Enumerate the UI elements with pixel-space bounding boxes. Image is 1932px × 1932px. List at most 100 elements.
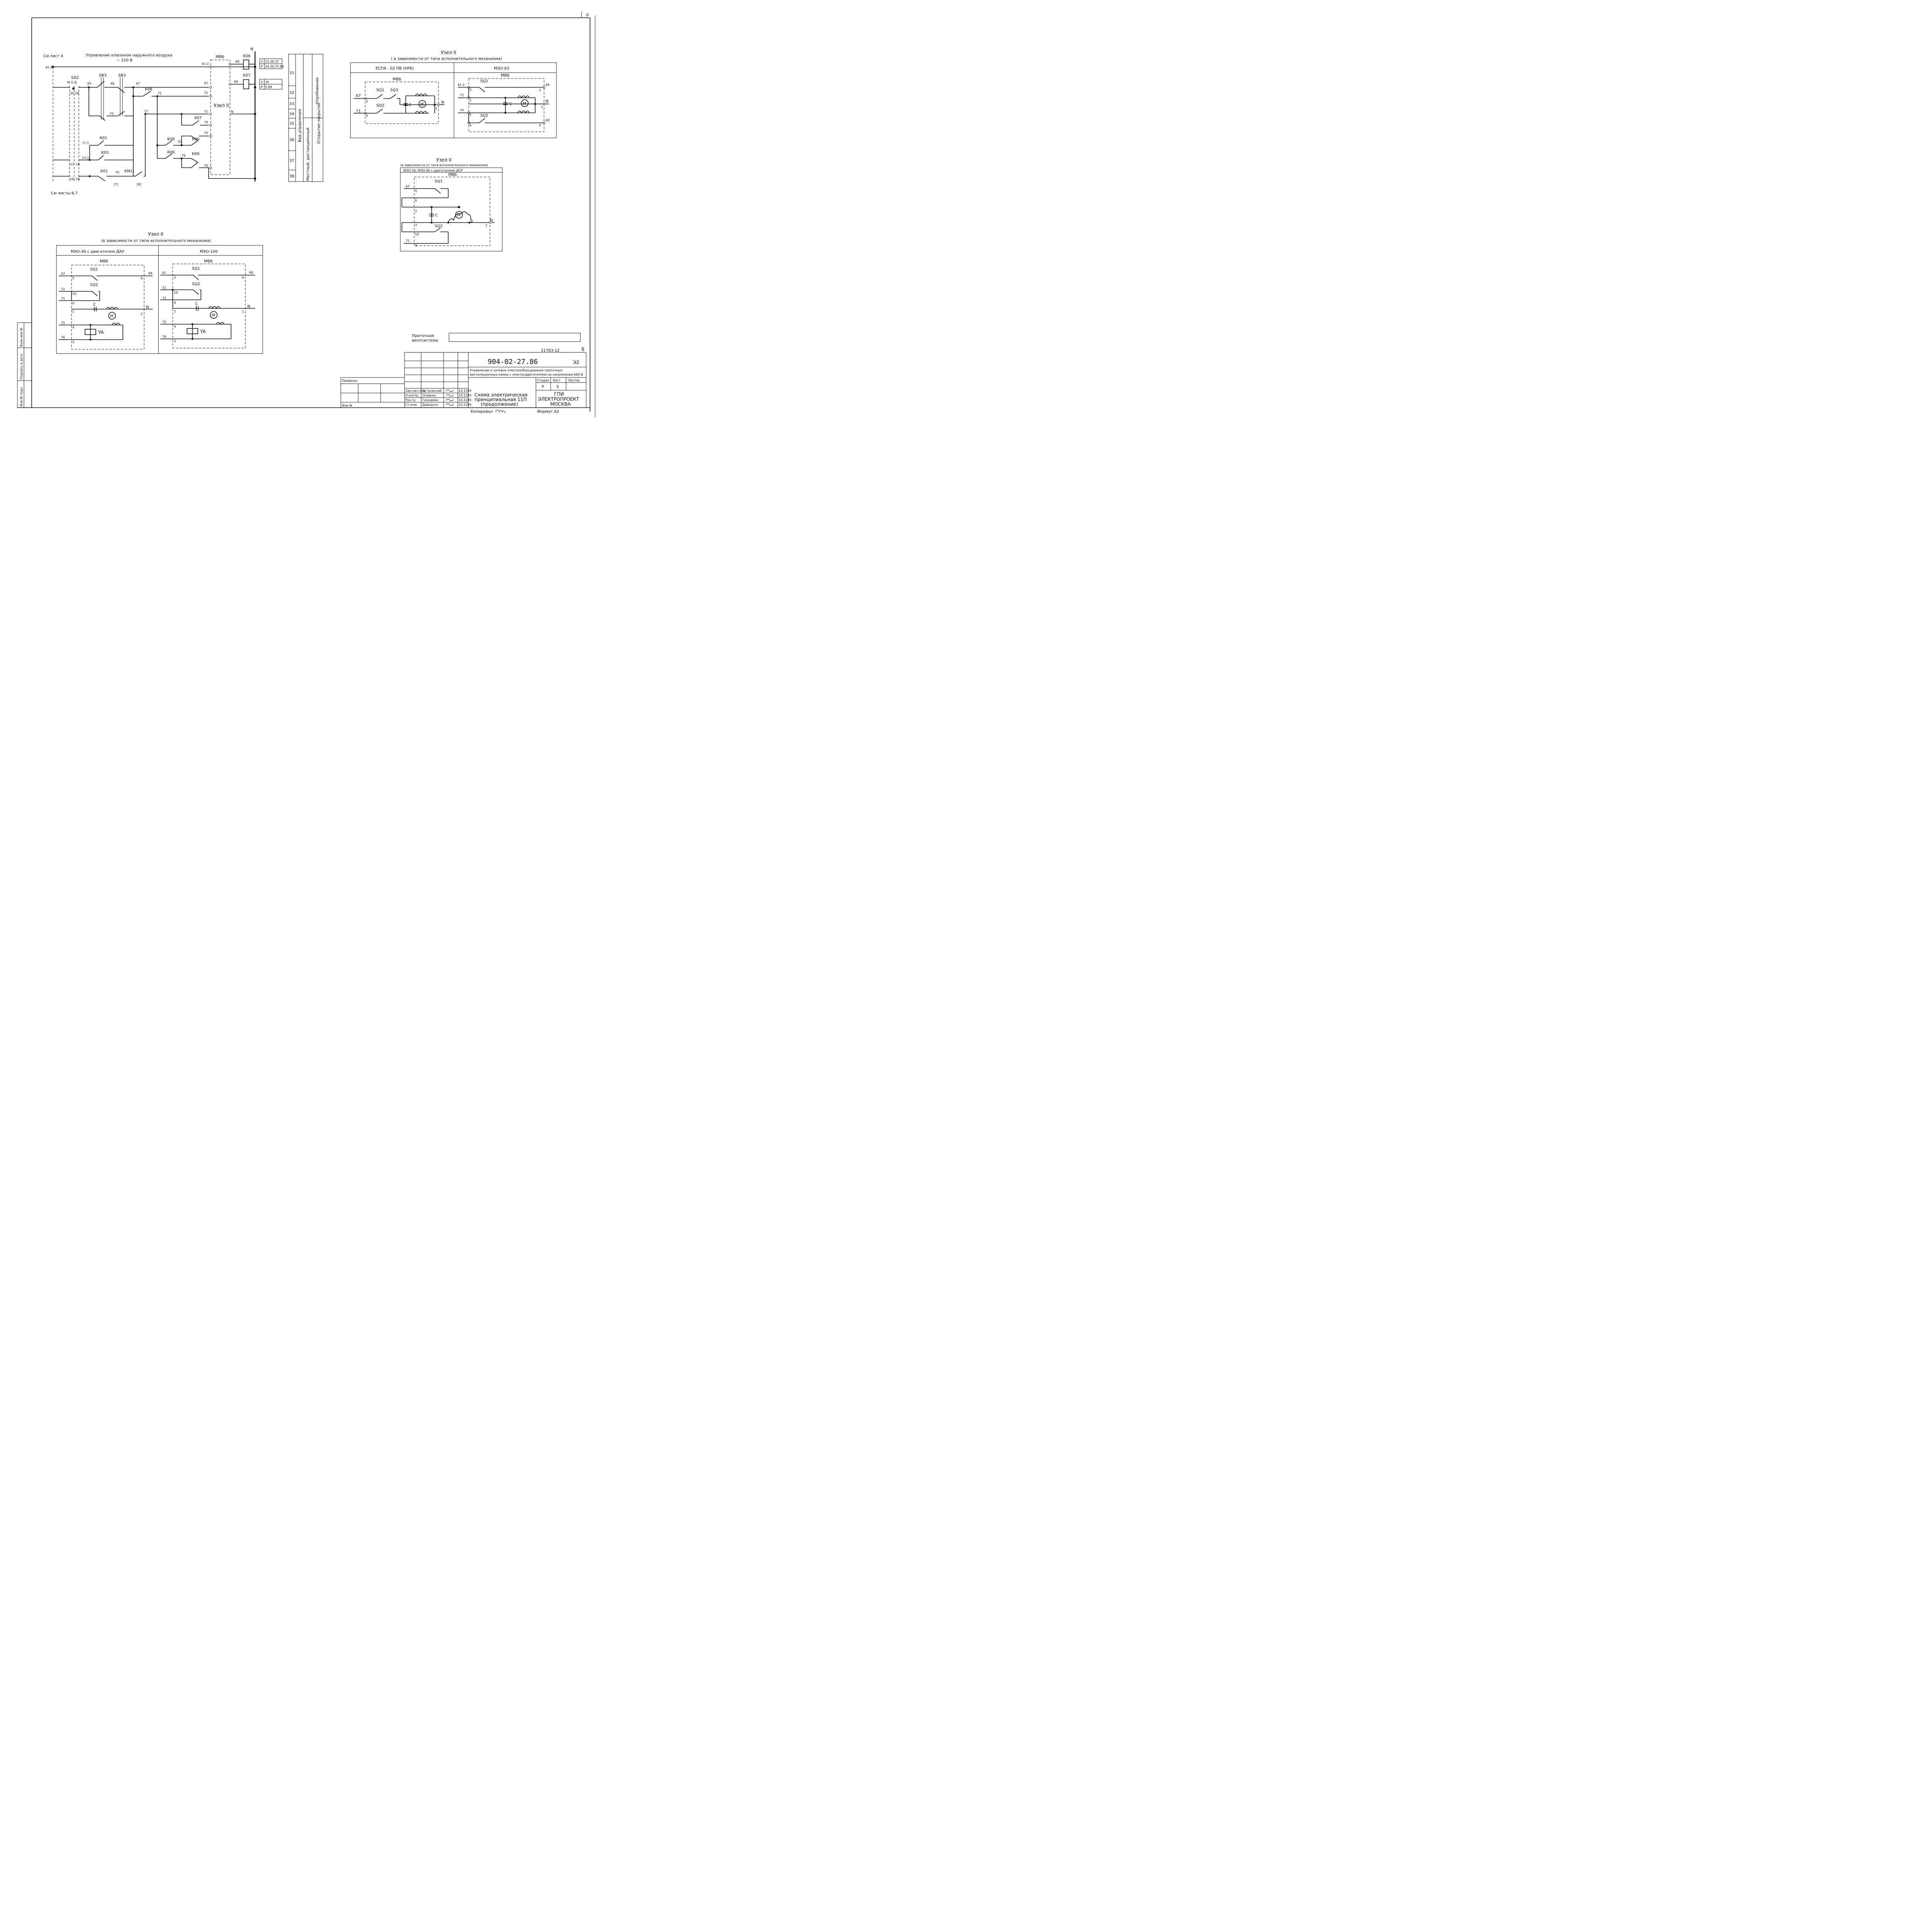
node-bot-w68-left: 68 [148, 272, 152, 275]
sa2-label: SA2 [71, 76, 79, 80]
node-tr-m: M [420, 102, 424, 107]
node-bot-col-right: МЭО-100 [200, 250, 218, 254]
node-bot-w68-right: 68 [249, 271, 253, 274]
tb-sign-2 [446, 394, 454, 397]
sb3-label-b: SB3 [118, 73, 126, 78]
node-mid-t6: 6 [415, 199, 417, 202]
tb-sheet: 5 [556, 385, 559, 389]
wire-77-1: 77-1 [82, 141, 89, 145]
node-bot-t1-left: 1 [72, 310, 74, 313]
node-tr-r-t1: 1 [541, 105, 543, 109]
node-top-right: Узел II ( в зависимости от типа исполнит… [350, 50, 557, 138]
node-bot-subtitle: (в зависимости от типа исполнительного м… [101, 239, 211, 243]
node-bot-c-right: C [195, 302, 198, 306]
node-bot-c-left: C [93, 303, 96, 307]
line-38: 38 [289, 174, 294, 179]
node-tr-sq2: SQ2 [376, 104, 384, 108]
tb-date-2: 10.1285 [459, 394, 471, 397]
node-tr-r-t51: 5 [539, 124, 541, 127]
tb-sheet-label: Лист [553, 379, 561, 382]
node-bot-t9-left: 9 [72, 302, 74, 305]
tb-project-1: Управление и силовое электрооборудование… [470, 369, 563, 372]
tb-date-3: 10.1285 [459, 398, 471, 402]
k06-contact-b: K06 [167, 137, 175, 141]
main-circuit: См лист 4 См листы 6,7 Управление клапан… [43, 47, 284, 196]
k06-contact-c: K06 [167, 150, 175, 155]
sa2-pos-19: 19 [70, 177, 74, 181]
node-bot-sq1-right: SQ1 [192, 267, 200, 271]
node-bot-t6-right: 6 [242, 276, 244, 279]
term-75: 75 [204, 131, 208, 135]
tb-drawing-3: (продолжение) [481, 401, 518, 407]
node-bot-sq2-right: SQ2 [192, 282, 200, 286]
tb-date-4: 10.1285 [459, 403, 471, 406]
term-67: 67 [204, 82, 208, 85]
node-bot-m-right: M [212, 313, 215, 318]
bus-label: 41-2 [45, 66, 52, 69]
title-block: 21763-12 6 Привязан Инв № 904-02-27.86 Э… [340, 347, 587, 414]
k01-contact: K01 [100, 136, 107, 140]
wire-68: 68 [235, 60, 239, 63]
page-corner: 0 [586, 13, 588, 17]
ref1-c: P [261, 65, 263, 68]
tb-inv: Инв № [342, 404, 352, 407]
node-bot-t1-right: 1 [242, 310, 244, 313]
side-stamp-inv: Инв № подл [20, 387, 23, 406]
node-tr-r-t5: 5 [469, 113, 471, 117]
tb-role-2: Н.контр. [405, 394, 419, 397]
line-number-table: 31 32 33 34 35 36 37 38 Вид управления М… [288, 54, 323, 182]
node-bot-sq2-left: SQ2 [90, 283, 98, 287]
line-35: 35 [289, 122, 294, 126]
node-bot-ya-left: YA [98, 330, 104, 335]
tb-project-2: вентиляционных камер с электродвигателям… [470, 373, 583, 376]
side-stamp: Взам инв № Подпись и дата Инв № подл [17, 322, 32, 408]
page-number: 6 [582, 347, 585, 352]
node-tr-r-t3: 3 [469, 88, 471, 92]
node-bot-t9-right: 9 [174, 301, 176, 304]
sa2-pos-20: 20 [76, 177, 80, 181]
node-tr-c: C [409, 103, 412, 107]
km1-contact: KM1 [124, 169, 133, 173]
node-bot-mbb-right: МВБ [204, 259, 213, 264]
ref1-a: 3 [261, 60, 263, 63]
node-tr-t1: 1 [435, 107, 437, 110]
node-bot-w71: 71 [61, 297, 65, 300]
tb-bound: Привязан [342, 379, 357, 383]
mbb-label: МВБ [216, 55, 224, 59]
node-bot-title: Узел II [148, 231, 163, 237]
node-bot-t2-left: 2 [141, 312, 143, 316]
tb-name-4: Давидсон [422, 403, 438, 406]
node-bot-w67: 67 [61, 272, 65, 276]
node-bot-w76: 76 [61, 336, 65, 339]
tb-name-3: Гинодман [422, 398, 439, 402]
tb-org-3: МОСКВА [550, 401, 571, 407]
node-tr-mbb-right: МВБ [501, 73, 509, 78]
node-tr-wire-71: 71 [356, 109, 361, 114]
line-33: 33 [289, 102, 294, 106]
term-n: N [231, 110, 233, 114]
node-bot-t10-right: 10 [174, 291, 178, 294]
sa2-pos-35: 35 [70, 92, 74, 95]
node-middle: Узел II (в зависимости от типа исполните… [400, 157, 503, 252]
wire-65: 65 [87, 82, 91, 85]
node-tr-r-72: 72 [460, 94, 464, 97]
k07-contact: K07 [194, 116, 202, 120]
tb-date-1: 10.1285 [459, 389, 471, 393]
line-32: 32 [289, 91, 294, 95]
node-bot-t5-right: 5 [174, 276, 176, 279]
node-bot-t6-left: 6 [141, 277, 143, 280]
k06-contact-e: K06 [192, 152, 199, 156]
term-76: 76 [204, 164, 208, 167]
wire-69: 69 [234, 80, 238, 83]
node-bot-m-left: M [110, 314, 114, 318]
tb-format: Формат А2 [537, 410, 559, 414]
node-mid-c: C [435, 213, 438, 218]
tb-code: 904-02-27.86 [488, 358, 538, 366]
node-mid-w71: 71 [406, 239, 410, 243]
node-tr-n: N [441, 100, 444, 105]
node-bot-r-w67: 67 [162, 271, 166, 275]
node-mid-n: N [490, 218, 493, 223]
tb-sign-3 [446, 399, 454, 401]
tb-sheets-label: Листов [568, 379, 580, 382]
k06-contact-d: K06 [192, 137, 199, 141]
